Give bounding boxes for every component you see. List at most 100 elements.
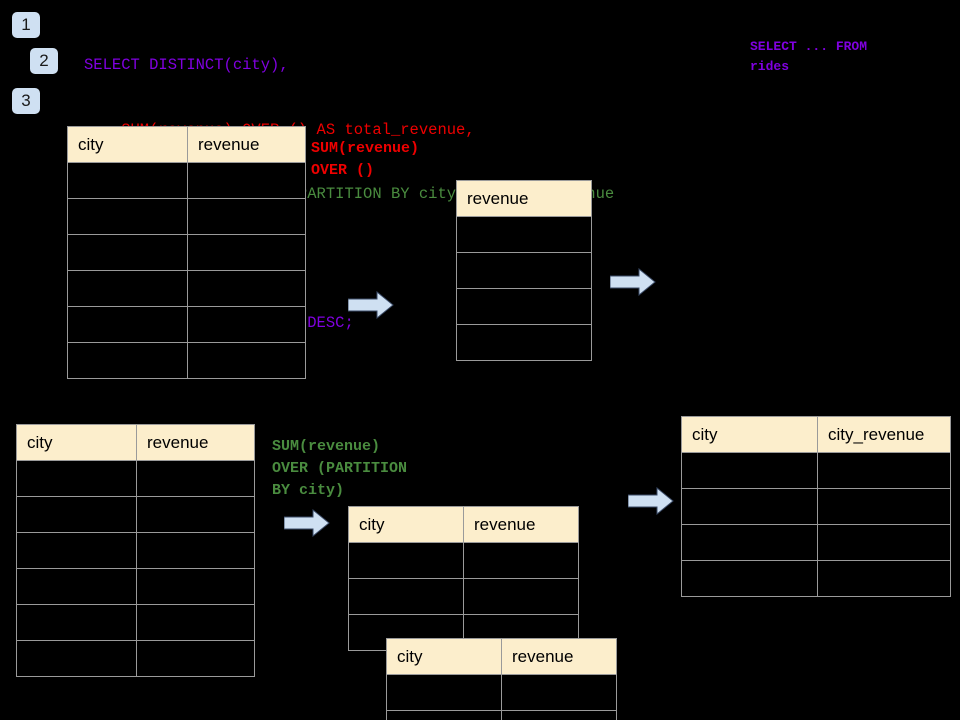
table-cell — [187, 198, 306, 235]
side-note-select-from-rides: SELECT ... FROM rides — [750, 39, 868, 74]
table-cell — [136, 532, 255, 569]
table-row — [456, 216, 592, 253]
table-cell — [136, 640, 255, 677]
table-row — [67, 306, 306, 343]
table-cell — [681, 488, 818, 525]
table-cell — [463, 542, 579, 579]
table-cell — [501, 710, 617, 720]
table-cell — [67, 270, 188, 307]
table-row — [456, 324, 592, 361]
table-row — [456, 252, 592, 289]
table-row — [456, 288, 592, 325]
table-cell — [16, 496, 137, 533]
table-cell — [16, 532, 137, 569]
step-badge-3[interactable]: 3 — [12, 88, 40, 114]
table-cell — [187, 162, 306, 199]
table-row — [67, 234, 306, 271]
table-cell — [386, 674, 502, 711]
table-cell — [136, 604, 255, 641]
table-cell — [681, 524, 818, 561]
step-badge-1[interactable]: 1 — [12, 12, 40, 38]
column-header-city: city — [681, 416, 818, 453]
table-cell — [16, 568, 137, 605]
annotation-sum-over-partition: SUM(revenue) OVER (PARTITION BY city) — [272, 438, 408, 499]
table-row — [67, 342, 306, 379]
column-header-city_revenue: city_revenue — [817, 416, 951, 453]
table-header-row: revenue — [456, 180, 592, 217]
table-cell — [136, 496, 255, 533]
table-cell — [456, 288, 592, 325]
arrow-rides-to-partition-icon — [284, 509, 330, 537]
table-cell — [501, 674, 617, 711]
table-row — [681, 560, 951, 597]
column-header-revenue: revenue — [501, 638, 617, 675]
table-row — [386, 710, 617, 720]
table-cell — [136, 460, 255, 497]
table-row — [16, 640, 255, 677]
table-row — [681, 524, 951, 561]
table-row — [16, 496, 255, 533]
table-row — [16, 604, 255, 641]
table-cell — [187, 342, 306, 379]
table-row — [67, 198, 306, 235]
table-cell — [67, 306, 188, 343]
table-cell — [16, 604, 137, 641]
sql-line-select: SELECT DISTINCT(city), — [84, 56, 289, 74]
table-cell — [67, 234, 188, 271]
arrow-rides-to-total-icon — [348, 291, 394, 319]
table-cell — [817, 452, 951, 489]
column-header-city: city — [67, 126, 188, 163]
table-row — [16, 532, 255, 569]
table-row — [16, 568, 255, 605]
column-header-city: city — [16, 424, 137, 461]
table-cell — [136, 568, 255, 605]
table-cell — [456, 324, 592, 361]
table-cell — [817, 488, 951, 525]
table-cell — [67, 162, 188, 199]
column-header-revenue: revenue — [136, 424, 255, 461]
table-row — [681, 488, 951, 525]
table-row — [386, 674, 617, 711]
table-cell — [681, 452, 818, 489]
table-cell — [67, 342, 188, 379]
table-cell — [187, 270, 306, 307]
column-header-city: city — [386, 638, 502, 675]
table-cell — [681, 560, 818, 597]
table-cell — [817, 524, 951, 561]
table-total-revenue: revenue — [456, 180, 592, 361]
column-header-revenue: revenue — [187, 126, 306, 163]
column-header-revenue: revenue — [456, 180, 592, 217]
table-cell — [456, 252, 592, 289]
annotation-sum-over-empty: SUM(revenue) OVER () — [311, 140, 420, 179]
table-cell — [456, 216, 592, 253]
step-badge-2[interactable]: 2 — [30, 48, 58, 74]
table-row — [681, 452, 951, 489]
table-cell — [16, 460, 137, 497]
table-cell — [187, 306, 306, 343]
table-row — [348, 542, 579, 579]
table-row — [348, 578, 579, 615]
table-cell — [817, 560, 951, 597]
table-cell — [348, 578, 464, 615]
column-header-revenue: revenue — [463, 506, 579, 543]
column-header-city: city — [348, 506, 464, 543]
table-cell — [463, 578, 579, 615]
arrow-total-to-result-icon — [610, 268, 656, 296]
table-cell — [67, 198, 188, 235]
arrow-partition-to-result-icon — [628, 487, 674, 515]
table-cell — [386, 710, 502, 720]
table-row — [16, 460, 255, 497]
table-row — [67, 270, 306, 307]
table-cell — [16, 640, 137, 677]
